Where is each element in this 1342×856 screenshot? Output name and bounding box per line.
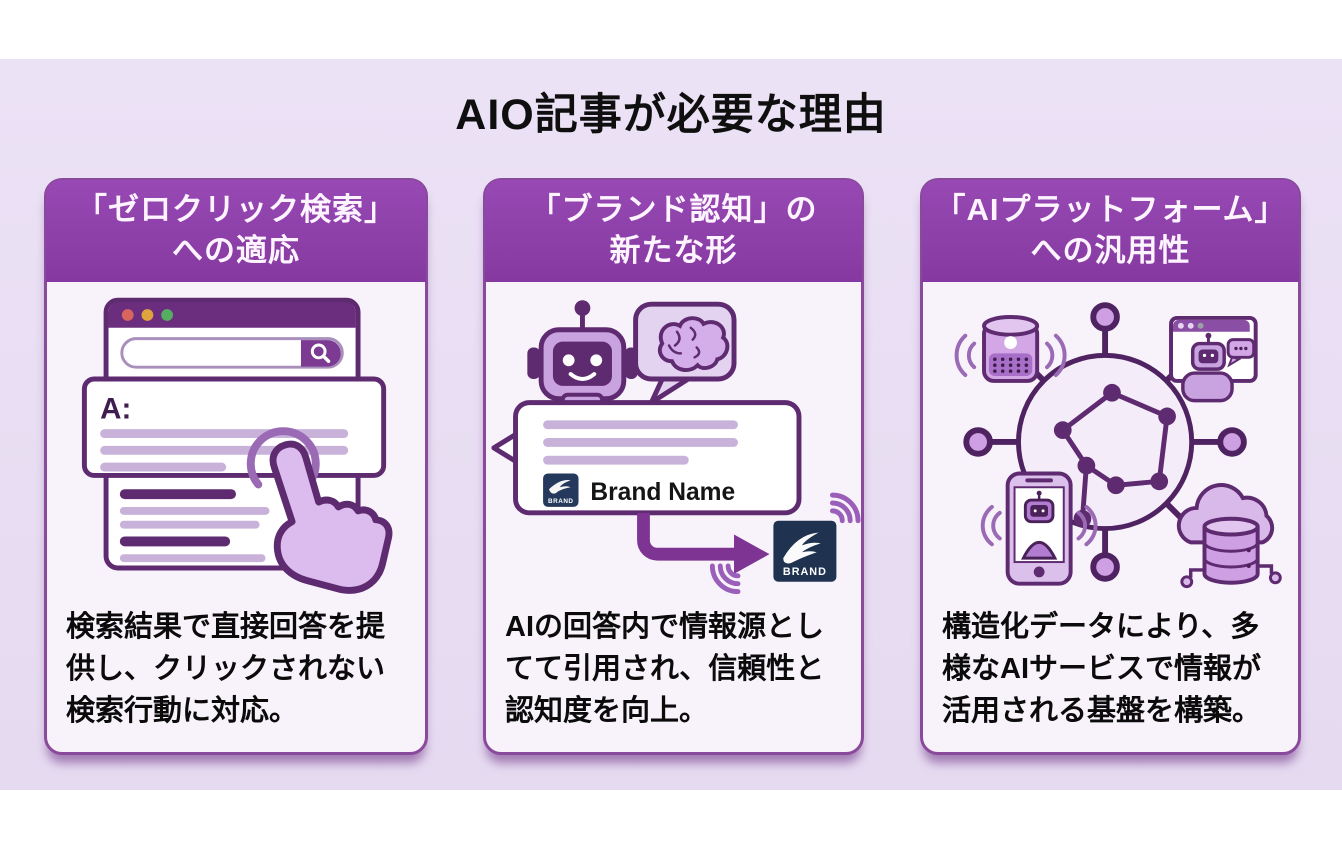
robot-icon	[527, 300, 638, 413]
card-zero-click-search: 「ゼロクリック検索」 への適応	[44, 178, 428, 755]
brain-bubble-icon	[633, 301, 737, 406]
ai-brand-citation-illustration: BRAND Brand Name BRAND	[491, 300, 861, 595]
answer-speech-bubble: BRAND Brand Name	[491, 400, 802, 516]
result-text-lines	[119, 489, 270, 563]
brand-logo-label: BRAND	[783, 566, 827, 578]
tap-indicator	[246, 427, 320, 489]
smartphone-bot-icon	[980, 471, 1098, 586]
brand-logo-icon: BRAND	[773, 520, 837, 582]
card-ai-platform: 「AIプラットフォーム」 への汎用性	[920, 178, 1301, 755]
signal-waves-icon	[709, 492, 861, 595]
card3-header-line2: への汎用性	[1030, 233, 1191, 268]
card1-illustration: A:	[47, 282, 425, 599]
brand-chip-icon: BRAND	[543, 473, 579, 507]
card2-description: AIの回答内で情報源としてて引用され、信頼性と認知度を向上。	[505, 611, 825, 727]
hand-cursor-icon	[269, 440, 393, 594]
card1-header-line2: への適応	[172, 233, 300, 268]
window-dot-yellow	[141, 309, 154, 321]
brand-name-text: Brand Name	[590, 479, 735, 506]
card3-illustration	[923, 282, 1298, 599]
card3-header: 「AIプラットフォーム」 への汎用性	[922, 180, 1299, 282]
card1-description: 検索結果で直接回答を提供し、クリックされない検索行動に対応。	[66, 611, 386, 727]
card3-description: 構造化データにより、多様なAIサービスで情報が活用される基盤を構築。	[942, 611, 1262, 727]
card2-header: 「ブランド認知」の 新たな形	[485, 180, 862, 282]
chat-bubble-icon	[1226, 338, 1256, 368]
card2-illustration: BRAND Brand Name BRAND	[486, 282, 861, 599]
smart-speaker-icon	[954, 315, 1067, 383]
search-bar	[120, 337, 344, 369]
cloud-database-icon	[1176, 483, 1282, 589]
browser-direct-answer-illustration: A:	[81, 297, 393, 594]
card1-header-line1: 「ゼロクリック検索」	[76, 192, 396, 228]
hub-spoke-nodes	[963, 302, 1247, 582]
citation-arrow	[637, 512, 770, 574]
card2-header-line2: 新たな形	[609, 233, 738, 268]
card-brand-awareness: 「ブランド認知」の 新たな形	[483, 178, 864, 755]
window-dot-green	[161, 309, 173, 321]
window-dot-red	[121, 309, 134, 321]
search-icon	[310, 343, 331, 363]
brand-chip-label: BRAND	[548, 498, 573, 505]
ai-platform-hub-illustration	[954, 302, 1282, 589]
answer-label: A:	[100, 392, 131, 425]
card1-header: 「ゼロクリック検索」 への適応	[46, 180, 426, 282]
browser-bot-icon	[1169, 315, 1258, 403]
card3-header-line1: 「AIプラットフォーム」	[934, 192, 1287, 228]
answer-box: A:	[81, 376, 387, 478]
page-title: AIO記事が必要な理由	[455, 91, 887, 139]
card2-header-line1: 「ブランド認知」の	[529, 192, 818, 228]
